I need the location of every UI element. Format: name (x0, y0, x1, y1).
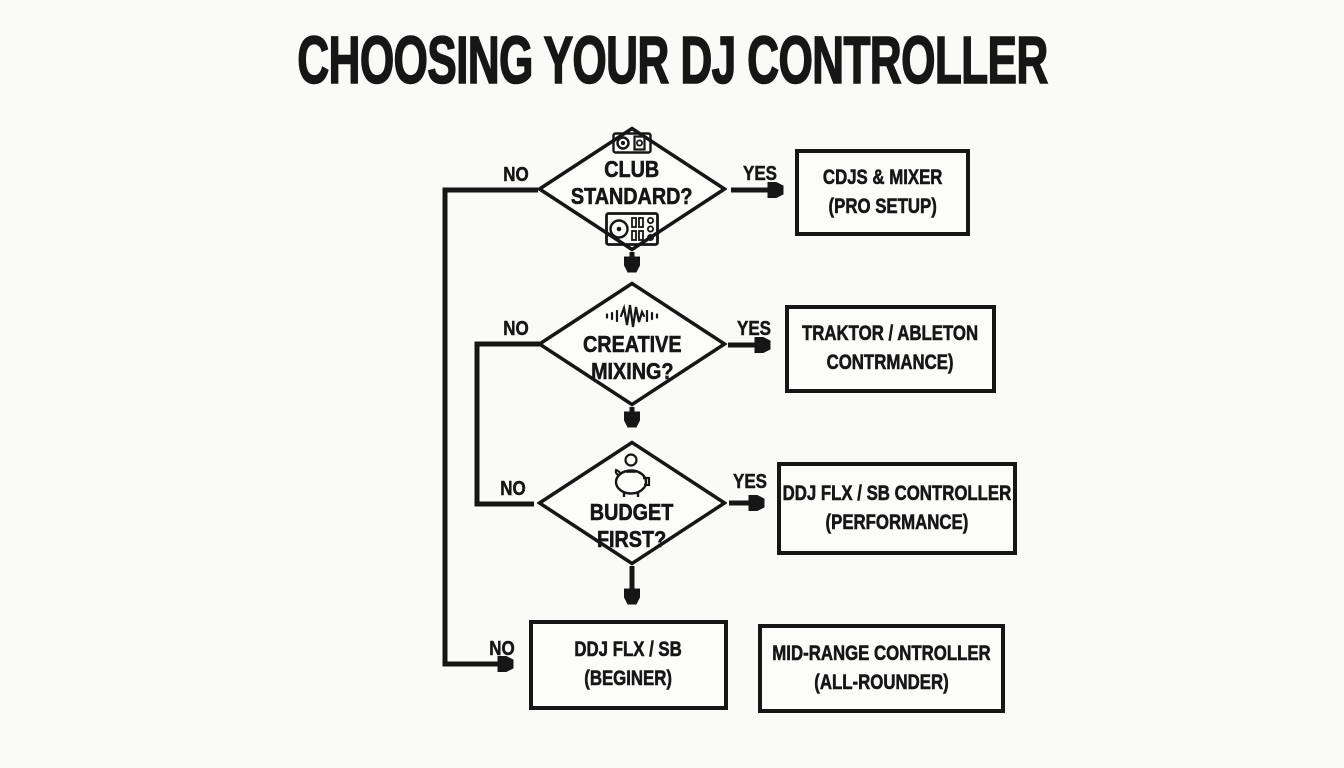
diamond-shape (537, 281, 727, 407)
result-label-line1: MID-RANGE CONTROLLER (772, 641, 991, 665)
result-label-line1: DDJ FLX / SB (574, 638, 683, 662)
connector-creative-no (474, 341, 540, 507)
decision-label-line2: FIRST? (597, 526, 667, 553)
decision-label-line1: BUDGET (590, 499, 674, 526)
waveform-icon (605, 304, 659, 328)
decision-label-line2: STANDARD? (571, 183, 693, 210)
edge-label-beginner-no: NO (489, 638, 515, 661)
diamond-shape (537, 440, 727, 566)
result-traktor-ableton: TRAKTOR / ABLETON CONTRMANCE) (785, 305, 996, 393)
decision-label-line1: CLUB (604, 156, 660, 183)
result-label-line2: (PERFORMANCE) (825, 510, 969, 534)
result-label-line1: DDJ FLX / SB CONTROLLER (782, 481, 1012, 505)
result-label-line2: (ALL-ROUNDER) (814, 670, 949, 694)
decision-budget-first: BUDGET FIRST? (537, 440, 727, 566)
decision-label-line2: MIXING? (590, 358, 674, 385)
result-ddj-beginner: DDJ FLX / SB (BEGINER) (529, 620, 728, 710)
edge-label-budget-no: NO (500, 478, 526, 501)
diamond-shape (537, 126, 727, 252)
dj-controller-icon (605, 211, 659, 246)
result-label-line2: (PRO SETUP) (828, 194, 937, 218)
result-ddj-performance: DDJ FLX / SB CONTROLLER (PERFORMANCE) (777, 462, 1017, 555)
edge-label-creative-no: NO (503, 318, 529, 341)
edge-label-budget-yes: YES (732, 471, 768, 494)
connector-club-no (442, 187, 538, 664)
result-mid-range: MID-RANGE CONTROLLER (ALL-ROUNDER) (758, 624, 1005, 713)
result-label-line2: (BEGINER) (584, 667, 673, 691)
result-label-line1: TRAKTOR / ABLETON (802, 322, 979, 346)
result-label-line2: CONTRMANCE) (827, 351, 954, 375)
edge-label-club-no: NO (503, 164, 529, 187)
edge-label-creative-yes: YES (736, 318, 772, 341)
speaker-deck-icon (612, 132, 652, 155)
decision-label-line1: CREATIVE (582, 331, 682, 358)
piggy-bank-icon (614, 453, 651, 498)
edge-label-club-yes: YES (742, 163, 778, 186)
page-title: CHOOSING YOUR DJ CONTROLLER (296, 23, 1048, 98)
result-label-line1: CDJS & MIXER (822, 165, 943, 189)
decision-club-standard: CLUB STANDARD? (537, 126, 727, 252)
result-cdjs-mixer: CDJS & MIXER (PRO SETUP) (795, 149, 970, 236)
decision-creative-mixing: CREATIVE MIXING? (537, 281, 727, 407)
